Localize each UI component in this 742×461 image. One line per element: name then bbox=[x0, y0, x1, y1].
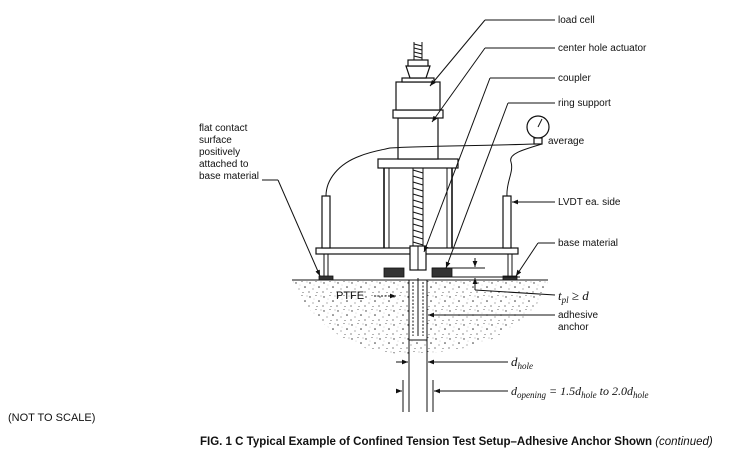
label-coupler: coupler bbox=[558, 73, 591, 84]
not-to-scale-note: (NOT TO SCALE) bbox=[8, 412, 96, 424]
lvdt-right bbox=[502, 195, 512, 249]
cable-left bbox=[325, 143, 537, 197]
actuator-legs bbox=[383, 168, 453, 248]
label-flat-contact-line-3: positively bbox=[199, 147, 240, 158]
figure-caption: FIG. 1 C Typical Example of Confined Ten… bbox=[200, 436, 713, 448]
label-ring-support: ring support bbox=[558, 98, 611, 109]
label-lvdt: LVDT ea. side bbox=[558, 197, 621, 208]
label-average: average bbox=[548, 136, 585, 147]
top-rod bbox=[413, 42, 423, 60]
label-flat-contact-line-5: base material bbox=[199, 171, 259, 182]
label-dopening: dopening = 1.5dhole to 2.0dhole bbox=[511, 384, 648, 400]
label-dhole: dhole bbox=[511, 354, 533, 371]
threaded-rod bbox=[412, 168, 424, 246]
label-adhesive-anchor-line-2: anchor bbox=[558, 322, 589, 333]
label-ptfe: PTFE bbox=[336, 290, 364, 302]
load-cell bbox=[395, 59, 441, 111]
figure-caption-text: FIG. 1 C Typical Example of Confined Ten… bbox=[200, 436, 652, 448]
adhesive-anchor bbox=[408, 278, 428, 341]
actuator-base-plate bbox=[377, 158, 459, 169]
leader-lines bbox=[262, 19, 555, 318]
cable-right bbox=[506, 143, 543, 197]
hole-extension-lines bbox=[402, 340, 434, 412]
center-hole-actuator bbox=[392, 109, 444, 160]
label-flat-contact-line-4: attached to bbox=[199, 159, 249, 170]
lvdt-left bbox=[321, 195, 331, 249]
label-tpl: tpl ≥ d bbox=[558, 288, 589, 305]
average-gauge bbox=[526, 115, 550, 145]
coupler bbox=[409, 245, 427, 271]
plate-thickness-dimension bbox=[432, 258, 556, 296]
figure-caption-continued: (continued) bbox=[655, 436, 713, 448]
label-base-material: base material bbox=[558, 238, 618, 249]
label-center-hole-actuator: center hole actuator bbox=[558, 43, 647, 54]
label-load-cell: load cell bbox=[558, 15, 595, 26]
label-flat-contact-line-1: flat contact bbox=[199, 123, 248, 134]
label-flat-contact-line-2: surface bbox=[199, 135, 232, 146]
label-adhesive-anchor-line-1: adhesive bbox=[558, 310, 598, 321]
